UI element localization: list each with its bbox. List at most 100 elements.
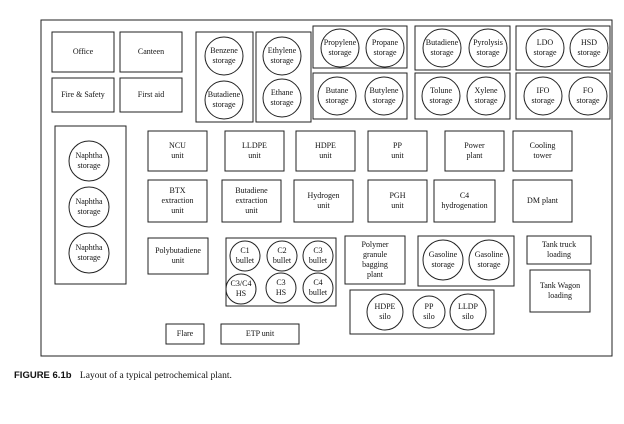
power-plant-box	[444, 130, 505, 172]
hdpe-silo-label: HDPE	[375, 302, 396, 311]
c4-hydrogenation-label: C4	[460, 191, 469, 200]
gasoline-storage-2-label: Gasoline	[475, 250, 504, 259]
hdpe-silo-tank	[366, 293, 404, 331]
c2-bullet-label: C2	[277, 246, 286, 255]
pp-silo-label: PP	[425, 302, 434, 311]
hsd-storage-label: HSD	[581, 38, 597, 47]
flare-box	[165, 323, 205, 345]
etp-unit-box	[220, 323, 300, 345]
c1-bullet-tank	[229, 240, 261, 272]
benzene-storage-label: Benzene	[210, 46, 238, 55]
cooling-tower-label: tower	[533, 151, 552, 160]
lldpe-unit-box	[224, 130, 285, 172]
naphtha-storage-2-label: storage	[77, 207, 101, 216]
c3-bullet-label: C3	[313, 246, 322, 255]
c3-hs-tank	[265, 272, 297, 304]
pp-unit-label: PP	[393, 141, 402, 150]
polybutadiene-unit-box	[147, 237, 209, 275]
figure-caption: FIGURE 6.1b Layout of a typical petroche…	[14, 370, 232, 381]
first-aid: First aid	[119, 77, 183, 113]
canteen-box	[119, 31, 183, 73]
propane-storage-label: Propane	[372, 38, 399, 47]
hydrogen-unit-label: unit	[317, 201, 330, 210]
c3-bullet-label: bullet	[309, 256, 328, 265]
hydrogen-unit-label: Hydrogen	[308, 191, 340, 200]
ldo-storage-tank	[525, 28, 565, 68]
c4-hydrogenation-label: hydrogenation	[441, 201, 487, 210]
c4-bullet-label: C4	[313, 278, 322, 287]
tank-wagon-loading-label: loading	[548, 291, 572, 300]
c3-c4-hs-label: C3/C4	[231, 279, 252, 288]
butane-storage-label: storage	[325, 96, 349, 105]
butadiene-storage-tank	[204, 80, 244, 120]
dm-plant: DM plant	[512, 179, 573, 223]
toluene-storage-tank	[421, 76, 461, 116]
c3-bullet-tank	[302, 240, 334, 272]
hydrogen-unit-box	[293, 179, 354, 223]
pp-unit-label: unit	[391, 151, 404, 160]
first-aid-box	[119, 77, 183, 113]
polymer-granule-bagging-plant-label: granule	[363, 250, 387, 259]
c4-bullet-label: bullet	[309, 288, 328, 297]
hsd-storage-label: storage	[577, 48, 601, 57]
ifo-storage-tank	[523, 76, 563, 116]
storage-group-propylene	[312, 25, 408, 69]
c1-bullet-label: bullet	[236, 256, 255, 265]
office-box	[51, 31, 115, 73]
polybutadiene-unit-label: unit	[172, 256, 185, 265]
storage-group-butadiene	[414, 25, 511, 71]
xylene-storage-label: Xylene	[474, 86, 498, 95]
naphtha-storage-1-label: Naphtha	[75, 151, 103, 160]
fire-safety: Fire & Safety	[51, 77, 115, 113]
fire-safety-box	[51, 77, 115, 113]
gasoline-storage-1-label: Gasoline	[429, 250, 458, 259]
site-boundary	[40, 19, 613, 357]
storage-group-ifo	[515, 72, 611, 120]
c2-bullet-label: bullet	[273, 256, 292, 265]
butadiene-storage-label: storage	[212, 100, 236, 109]
naphtha-storage-3-label: Naphtha	[75, 243, 103, 252]
butadiene-storage-label: Butadiene	[208, 90, 241, 99]
cooling-tower-box	[512, 130, 573, 172]
naphtha-storage-3-label: storage	[77, 253, 101, 262]
tank-wagon-loading-box	[529, 269, 591, 313]
storage-group-butane	[312, 72, 408, 120]
fire-safety-label: Fire & Safety	[61, 90, 105, 99]
flare: Flare	[165, 323, 205, 345]
pp-silo-label: silo	[423, 312, 435, 321]
gasoline-storage-2-label: storage	[477, 260, 501, 269]
cooling-tower-label: Cooling	[530, 141, 556, 150]
btx-extraction-unit-label: extraction	[162, 196, 194, 205]
ethane-storage-label: storage	[270, 98, 294, 107]
storage-group-silos	[349, 289, 495, 335]
propylene-storage-tank	[320, 28, 360, 68]
storage-group-ethylene	[255, 31, 312, 123]
dm-plant-label: DM plant	[527, 196, 559, 205]
btx-extraction-unit-box	[147, 179, 208, 223]
polymer-granule-bagging-plant-box	[344, 235, 406, 285]
ethylene-storage-label: Ethylene	[268, 46, 297, 55]
tank-truck-loading-box	[526, 235, 592, 265]
c4-bullet-tank	[302, 272, 334, 304]
c3-hs-label: C3	[276, 278, 285, 287]
etp-unit: ETP unit	[220, 323, 300, 345]
butylene-storage-tank	[364, 76, 404, 116]
figure-number: FIGURE 6.1b	[14, 370, 72, 381]
tank-wagon-loading-label: Tank Wagon	[540, 281, 580, 290]
naphtha-storage-2-label: Naphtha	[75, 197, 103, 206]
